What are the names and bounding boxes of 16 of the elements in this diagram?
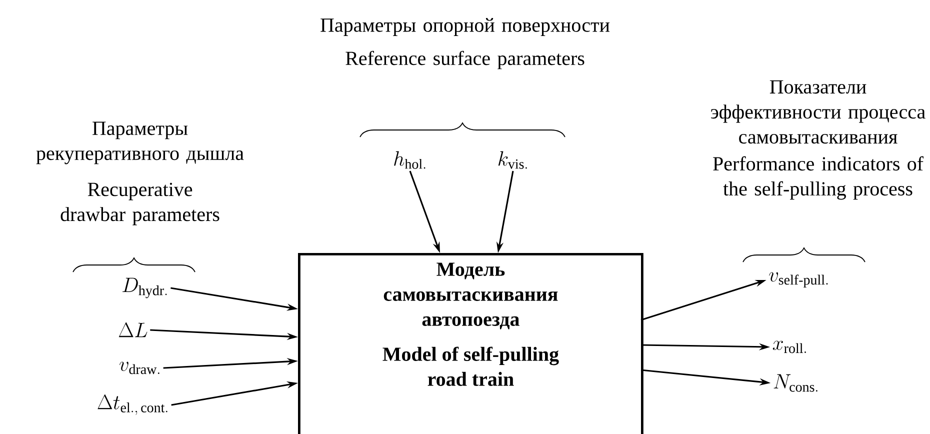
parameter-symbol: $D_{\mathrm{hydr.}}$ xyxy=(122,278,167,298)
group-title: Параметры опорной поверхности xyxy=(320,18,610,36)
parameter-symbol: $v_{\mathrm{self\text{-}pull.}}$ xyxy=(769,272,828,288)
group-title: Параметры рекуперативного дышла xyxy=(36,122,244,164)
parameter-symbol: $\Delta L$ xyxy=(118,322,148,338)
parameter-symbol: $v_{\mathrm{draw.}}$ xyxy=(119,362,160,374)
parameter-symbol: $x_{\mathrm{roll.}}$ xyxy=(772,340,806,354)
group-title: Performance indicators of the self-pulling process xyxy=(713,156,924,200)
group-title: Reference surface parameters xyxy=(346,50,584,70)
parameter-symbol: $h_{\mathrm{hol.}}$ xyxy=(394,151,426,169)
group-title: Показатели эффективности процесса самовытаскивания xyxy=(711,80,926,144)
parameter-symbol: $\Delta t_{\mathrm{el.,\,cont.}}$ xyxy=(98,394,168,415)
parameter-symbol: $N_{\mathrm{cons.}}$ xyxy=(774,374,818,392)
group-title: Recuperative drawbar parameters xyxy=(60,182,220,226)
model-box: Модель самовытаскивания автопоезда Model of self-pulling road train xyxy=(298,253,644,434)
parameter-symbol: $k_{\mathrm{vis.}}$ xyxy=(498,151,527,169)
